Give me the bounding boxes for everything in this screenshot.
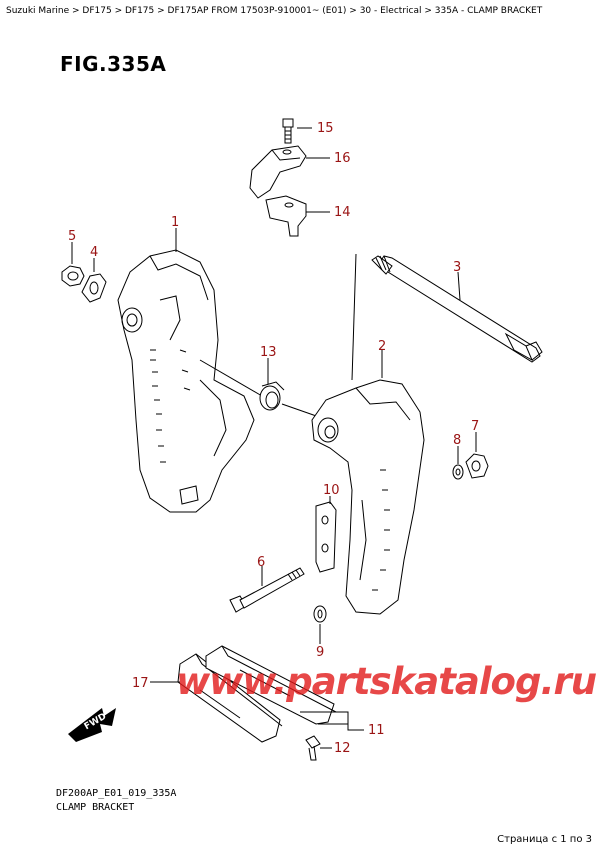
part-5-nut[interactable] xyxy=(61,265,85,287)
breadcrumb-item-df175-2[interactable]: DF175 xyxy=(124,6,155,16)
pagination-text: Страница с 1 по 3 xyxy=(497,834,592,845)
callout-2[interactable]: 2 xyxy=(378,339,386,354)
part-12-bolt[interactable] xyxy=(305,735,321,761)
breadcrumb-item-current: 335A - CLAMP BRACKET xyxy=(434,6,543,16)
breadcrumb: Suzuki Marine > DF175 > DF175 > DF175AP … xyxy=(6,6,543,16)
callout-13[interactable]: 13 xyxy=(260,345,277,360)
callout-9[interactable]: 9 xyxy=(316,645,324,660)
figure-code: DF200AP_E01_019_335A xyxy=(56,788,177,799)
callout-14[interactable]: 14 xyxy=(334,205,351,220)
part-2-clamp-bracket[interactable] xyxy=(311,379,425,615)
callout-3[interactable]: 3 xyxy=(453,260,461,275)
callout-5[interactable]: 5 xyxy=(68,229,76,244)
callout-1[interactable]: 1 xyxy=(171,215,179,230)
callout-10[interactable]: 10 xyxy=(323,483,340,498)
callout-12[interactable]: 12 xyxy=(334,741,351,756)
breadcrumb-item-suzuki-marine[interactable]: Suzuki Marine xyxy=(6,6,70,16)
callout-15[interactable]: 15 xyxy=(317,121,334,136)
part-3-tube[interactable] xyxy=(371,255,543,363)
part-4-washer[interactable] xyxy=(81,273,107,303)
fwd-arrow-icon: FWD xyxy=(68,708,116,742)
callout-8[interactable]: 8 xyxy=(453,433,461,448)
callout-4[interactable]: 4 xyxy=(90,245,98,260)
callout-7[interactable]: 7 xyxy=(471,419,479,434)
part-9-washer[interactable] xyxy=(313,605,327,623)
breadcrumb-item-df175-1[interactable]: DF175 xyxy=(82,6,112,16)
part-13-bushing[interactable] xyxy=(259,381,285,411)
part-10-plate[interactable] xyxy=(315,501,337,573)
part-1-clamp-bracket[interactable] xyxy=(117,249,255,513)
breadcrumb-item-electrical[interactable]: 30 - Electrical xyxy=(359,6,422,16)
figure-caption: CLAMP BRACKET xyxy=(56,802,135,813)
part-7-nut[interactable] xyxy=(465,453,489,479)
part-8-washer[interactable] xyxy=(452,464,464,480)
part-14-plate[interactable] xyxy=(265,195,307,237)
watermark: www.partskatalog.ru xyxy=(176,660,597,703)
callout-11[interactable]: 11 xyxy=(368,723,385,738)
part-6-bolt[interactable] xyxy=(229,567,305,613)
callout-17[interactable]: 17 xyxy=(132,676,149,691)
part-16-clip[interactable] xyxy=(249,145,307,199)
breadcrumb-item-model[interactable]: DF175AP FROM 17503P-910001~ (E01) xyxy=(167,6,347,16)
callout-16[interactable]: 16 xyxy=(334,151,351,166)
part-15-bolt[interactable] xyxy=(282,118,294,144)
part-11-plate[interactable] xyxy=(205,645,337,725)
figure-title: FIG.335A xyxy=(60,52,167,76)
callout-6[interactable]: 6 xyxy=(257,555,265,570)
